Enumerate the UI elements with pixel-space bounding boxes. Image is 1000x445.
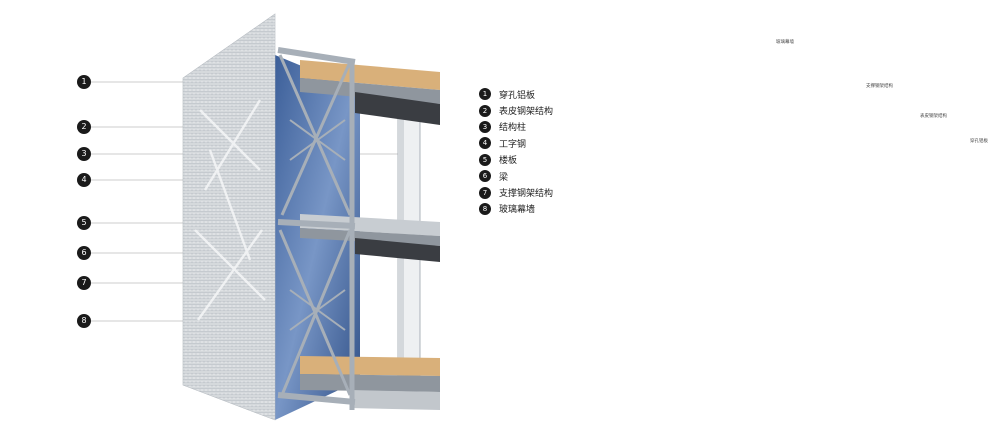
legend-item: 1 穿孔铝板 — [479, 86, 553, 102]
legend-item: 3 结构柱 — [479, 119, 553, 135]
legend-number: 1 — [479, 88, 491, 101]
callout-marker: 4 — [77, 173, 91, 187]
iso-label-support-frame: 支撑钢架结构 — [866, 84, 893, 89]
legend-label: 工字钢 — [499, 139, 527, 150]
legend-item: 6 梁 — [479, 168, 553, 184]
legend-number: 8 — [479, 202, 491, 215]
legend-item: 8 玻璃幕墙 — [479, 201, 553, 217]
legend-label: 支撑钢架结构 — [499, 189, 554, 200]
legend-label: 玻璃幕墙 — [499, 205, 536, 216]
iso-label-perforated: 穿孔铝板 — [970, 139, 988, 144]
legend-number: 7 — [479, 186, 491, 199]
legend-label: 表皮钢架结构 — [499, 107, 554, 118]
legend-number: 5 — [479, 153, 491, 166]
legend-item: 4 工字钢 — [479, 135, 553, 151]
callout-marker: 5 — [77, 216, 91, 230]
legend-item: 7 支撑钢架结构 — [479, 184, 553, 200]
legend: 1 穿孔铝板 2 表皮钢架结构 3 结构柱 4 工字钢 5 楼板 6 梁 7 支… — [479, 86, 553, 217]
legend-number: 6 — [479, 170, 491, 183]
legend-item: 5 楼板 — [479, 152, 553, 168]
legend-item: 2 表皮钢架结构 — [479, 102, 553, 118]
callout-marker: 3 — [77, 147, 91, 161]
support-steel-frame — [277, 47, 356, 410]
callout-marker: 7 — [77, 276, 91, 290]
iso-label-glass: 玻璃幕墙 — [776, 40, 794, 45]
callout-marker: 2 — [77, 120, 91, 134]
legend-label: 梁 — [499, 172, 509, 183]
legend-number: 4 — [479, 137, 491, 150]
legend-number: 2 — [479, 104, 491, 117]
legend-number: 3 — [479, 120, 491, 133]
iso-label-skin-frame: 表皮钢架结构 — [920, 114, 947, 119]
facade-section-drawing — [91, 13, 440, 421]
legend-label: 结构柱 — [499, 123, 527, 134]
legend-label: 楼板 — [499, 156, 518, 167]
callout-marker: 1 — [77, 75, 91, 89]
callout-marker: 8 — [77, 314, 91, 328]
legend-label: 穿孔铝板 — [499, 90, 536, 101]
callout-marker: 6 — [77, 246, 91, 260]
